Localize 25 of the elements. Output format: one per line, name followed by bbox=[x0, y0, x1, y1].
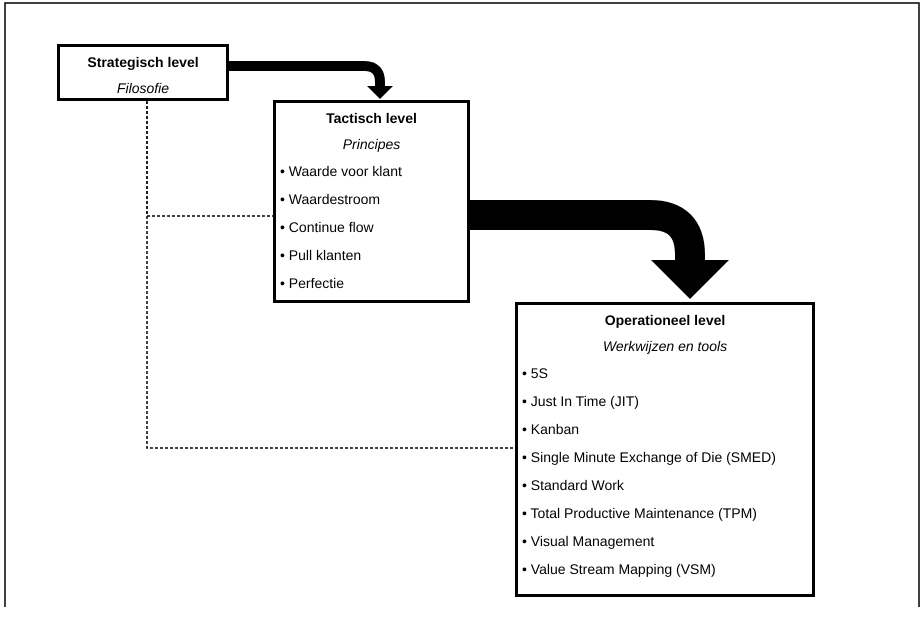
bullet-item: • Waarde voor klant bbox=[280, 162, 402, 180]
level-title: Operationeel level bbox=[604, 311, 726, 330]
level-box bbox=[515, 302, 815, 597]
level-box bbox=[273, 100, 470, 303]
level-title: Tactisch level bbox=[325, 109, 418, 128]
bullet-item: • Kanban bbox=[522, 420, 580, 438]
level-box bbox=[57, 44, 229, 101]
bullet-item: • Pull klanten bbox=[280, 246, 362, 264]
connector-line bbox=[146, 101, 515, 449]
bullet-item: • 5S bbox=[522, 364, 548, 382]
bullet-item: • Continue flow bbox=[280, 218, 374, 236]
level-title: Strategisch level bbox=[86, 53, 200, 72]
arrow bbox=[229, 61, 393, 99]
bullet-item: • Perfectie bbox=[280, 274, 344, 292]
bullet-item: • Visual Management bbox=[522, 532, 654, 550]
bullet-item: • Waardestroom bbox=[280, 190, 380, 208]
level-subtitle: Filosofie bbox=[116, 79, 170, 98]
bullet-item: • Single Minute Exchange of Die (SMED) bbox=[522, 448, 776, 466]
level-subtitle: Werkwijzen en tools bbox=[602, 337, 728, 356]
bullet-item: • Just In Time (JIT) bbox=[522, 392, 639, 410]
level-subtitle: Principes bbox=[342, 135, 402, 154]
bullet-item: • Value Stream Mapping (VSM) bbox=[522, 560, 716, 578]
arrow bbox=[470, 200, 729, 299]
bullet-item: • Standard Work bbox=[522, 476, 624, 494]
bullet-item: • Total Productive Maintenance (TPM) bbox=[522, 504, 757, 522]
